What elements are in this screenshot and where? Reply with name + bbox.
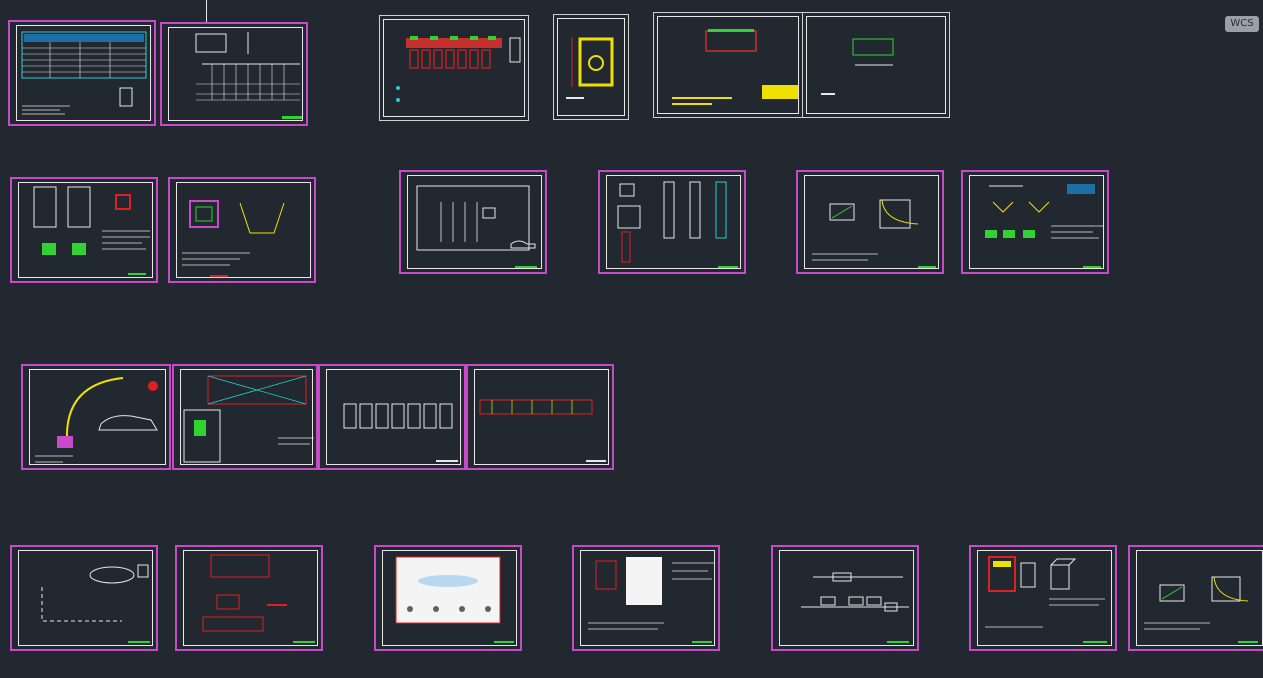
sheet-frame <box>474 369 609 465</box>
sheet-frame <box>383 19 525 117</box>
drawing-sheet-23[interactable] <box>1128 545 1263 651</box>
sheet-frame <box>580 550 715 646</box>
drawing-sheet-15[interactable] <box>318 364 466 470</box>
sheet-content <box>566 37 614 99</box>
drawing-sheet-8[interactable] <box>168 177 316 283</box>
sheet-frame <box>326 369 461 465</box>
drawing-sheet-22[interactable] <box>969 545 1117 651</box>
sheet-frame <box>180 369 313 465</box>
sheet-content <box>202 554 315 643</box>
drawing-sheet-19[interactable] <box>374 545 522 651</box>
drawing-sheet-14[interactable] <box>172 364 318 470</box>
sheet-content <box>33 186 150 275</box>
drawing-sheet-16[interactable] <box>466 364 614 470</box>
sheet-frame <box>18 550 153 646</box>
drawing-sheet-4[interactable] <box>553 14 629 120</box>
sheet-content <box>617 181 738 268</box>
sheet-frame <box>657 16 799 114</box>
sheet-content <box>183 375 314 463</box>
sheet-content <box>195 32 302 119</box>
sheet-frame <box>29 369 166 465</box>
sheet-content <box>41 564 150 643</box>
stray-line <box>206 0 207 22</box>
drawing-sheet-10[interactable] <box>598 170 746 274</box>
sheet-frame <box>382 550 517 646</box>
sheet-frame <box>806 16 946 114</box>
sheet-content <box>416 185 537 268</box>
sheet-frame <box>168 27 303 121</box>
drawing-sheet-20[interactable] <box>572 545 720 651</box>
sheet-content <box>343 403 458 462</box>
sheet-content <box>35 377 158 463</box>
sheet-content <box>985 184 1103 268</box>
sheet-content <box>182 200 285 277</box>
sheet-frame <box>16 25 151 121</box>
drawing-sheet-12[interactable] <box>961 170 1109 274</box>
drawing-sheet-13[interactable] <box>21 364 171 470</box>
ucs-icon[interactable]: WCS <box>1225 16 1259 32</box>
sheet-content <box>801 572 909 643</box>
sheet-frame <box>804 175 939 269</box>
drawing-sheet-17[interactable] <box>10 545 158 651</box>
drawing-sheet-7[interactable] <box>10 177 158 283</box>
drawing-sheet-1[interactable] <box>8 20 156 126</box>
sheet-frame <box>779 550 914 646</box>
sheet-frame <box>183 550 318 646</box>
drawing-sheet-9[interactable] <box>399 170 547 274</box>
sheet-content <box>1144 576 1258 643</box>
sheet-frame <box>606 175 741 269</box>
sheet-content <box>396 36 521 102</box>
sheet-content <box>985 556 1107 643</box>
sheet-content <box>812 199 936 268</box>
drawing-sheet-5[interactable] <box>653 12 803 118</box>
sheet-content <box>21 31 147 115</box>
sheet-frame <box>977 550 1112 646</box>
drawing-sheet-11[interactable] <box>796 170 944 274</box>
sheet-content <box>588 557 714 643</box>
sheet-frame <box>407 175 542 269</box>
sheet-content <box>395 556 514 643</box>
sheet-content <box>672 29 798 105</box>
sheet-frame <box>557 18 625 116</box>
drawing-sheet-3[interactable] <box>379 15 529 121</box>
sheet-frame <box>18 182 153 278</box>
drawing-sheet-21[interactable] <box>771 545 919 651</box>
sheet-content <box>821 38 894 95</box>
sheet-frame <box>176 182 311 278</box>
sheet-content <box>479 399 606 462</box>
drawing-sheet-2[interactable] <box>160 22 308 126</box>
sheet-frame <box>969 175 1104 269</box>
drawing-sheet-6[interactable] <box>802 12 950 118</box>
drawing-sheet-18[interactable] <box>175 545 323 651</box>
